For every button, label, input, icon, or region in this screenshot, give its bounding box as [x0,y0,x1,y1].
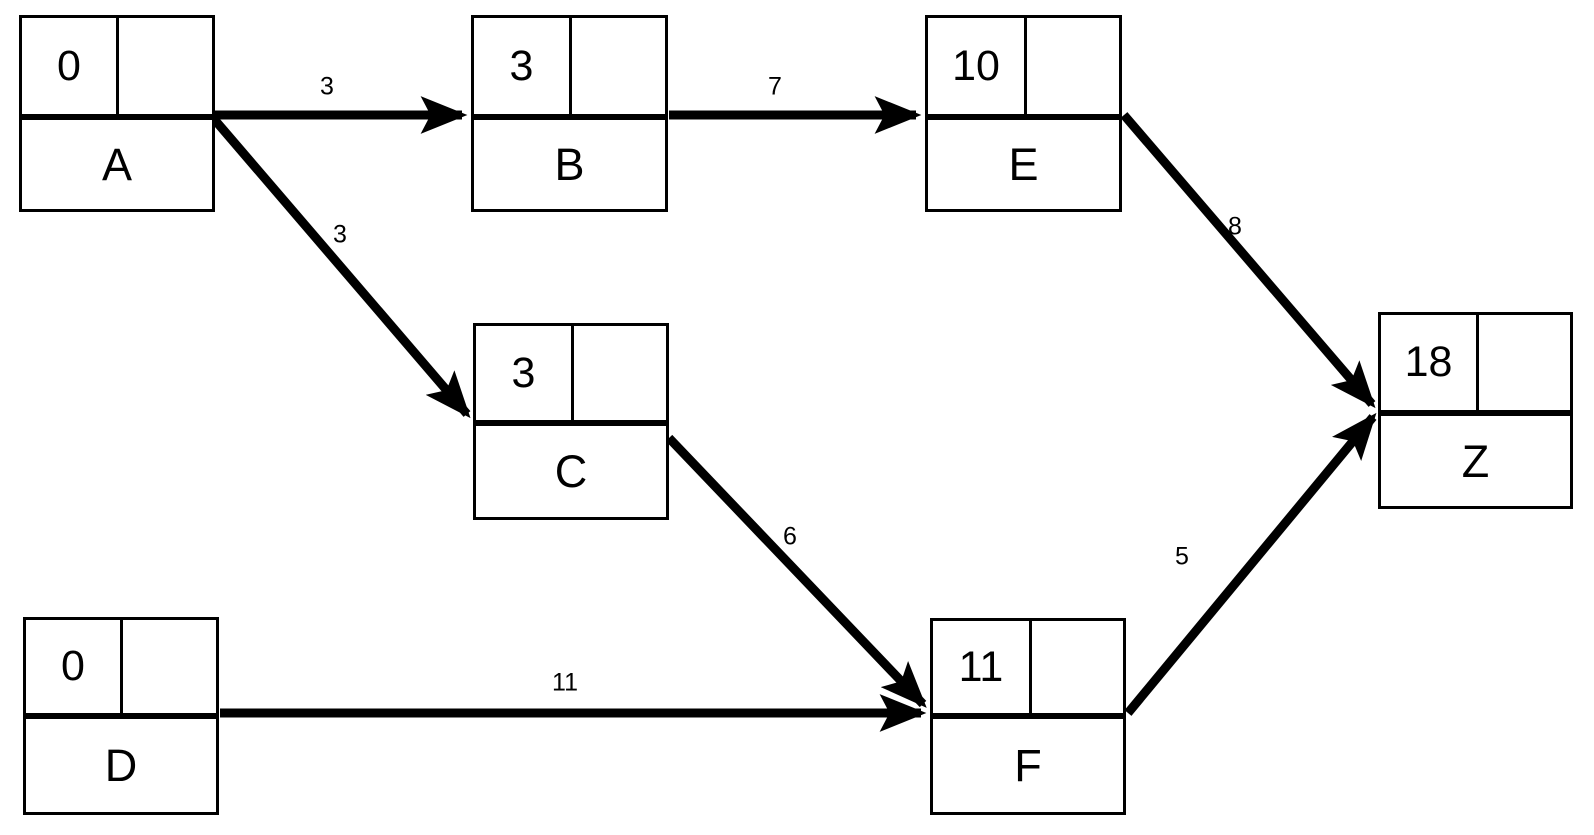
node-d-label: D [104,740,138,791]
edge-c-to-f [665,434,927,708]
node-c-second-cell [574,326,666,420]
edge-label-d-to-f: 11 [552,668,578,697]
node-a-second-cell [119,18,212,114]
edge-a-to-c [210,116,471,419]
edge-label-c-to-f: 6 [783,522,797,551]
node-c-divider [476,420,666,426]
edge-label-a-to-c: 3 [333,220,347,249]
node-e-label: E [1008,139,1039,190]
edge-e-to-z [1120,112,1376,409]
node-z-top-row: 18 [1381,315,1570,410]
node-c-value: 3 [476,326,574,420]
node-d-top-row: 0 [26,620,216,713]
node-d-divider [26,713,216,719]
node-f-divider [933,713,1123,719]
node-f-second-cell [1032,621,1123,713]
node-a-value: 0 [22,18,119,114]
edge-label-b-to-e: 7 [768,72,782,101]
node-b-label: B [554,139,585,190]
node-z-second-cell [1479,315,1570,410]
node-d-value: 0 [26,620,123,713]
edge-f-to-z [1124,412,1377,716]
node-a-divider [22,114,212,120]
node-f-top-row: 11 [933,621,1123,713]
node-a-label: A [101,139,132,190]
node-z-label: Z [1461,435,1490,487]
node-f-label: F [1014,740,1042,791]
node-e-divider [928,114,1119,120]
node-c-label: C [554,446,588,497]
edge-label-f-to-z: 5 [1175,542,1189,571]
node-b-value: 3 [474,18,572,114]
node-e-second-cell [1027,18,1119,114]
node-a-top-row: 0 [22,18,212,114]
node-b-divider [474,114,665,120]
node-c-top-row: 3 [476,326,666,420]
node-b-second-cell [572,18,665,114]
node-b-top-row: 3 [474,18,665,114]
node-z-value: 18 [1381,315,1479,410]
node-d-second-cell [123,620,216,713]
node-e-value: 10 [928,18,1027,114]
node-e-top-row: 10 [928,18,1119,114]
edge-label-a-to-b: 3 [320,72,334,101]
edge-label-e-to-z: 8 [1228,212,1242,241]
node-f-value: 11 [933,621,1032,713]
node-z-divider [1381,410,1570,416]
